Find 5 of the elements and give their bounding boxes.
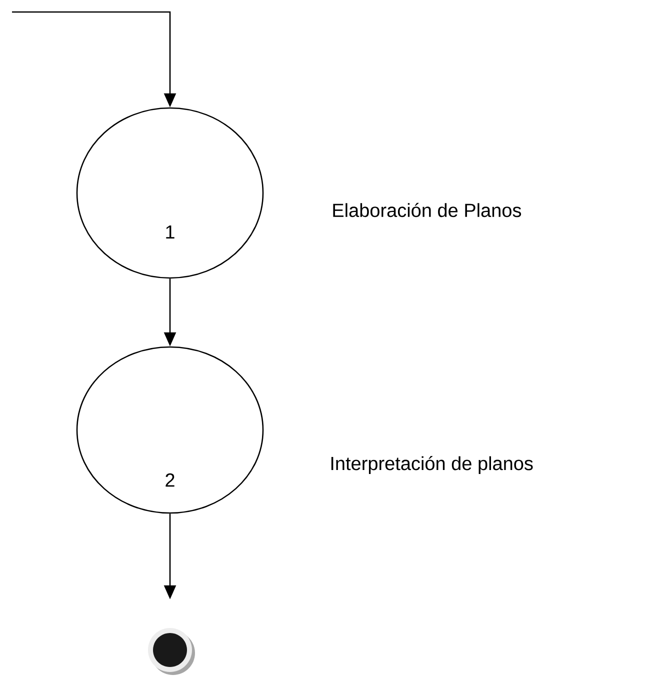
step-number: 1 <box>166 225 174 239</box>
step-label: Interpretación de planos <box>331 456 533 474</box>
end-circle <box>148 628 195 675</box>
step-number: 2 <box>166 473 174 487</box>
step-label: Elaboración de Planos <box>333 202 522 218</box>
